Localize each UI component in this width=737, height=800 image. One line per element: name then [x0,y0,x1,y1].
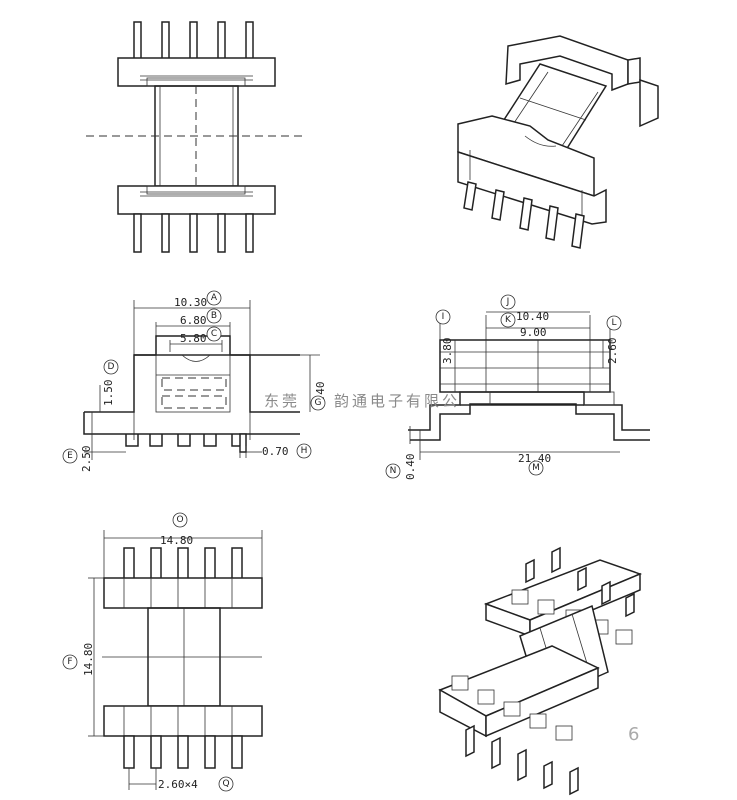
dim-value-A: 10.30 [174,296,207,309]
callout-E: E [62,448,78,464]
callout-B: B [206,308,222,324]
watermark-text: 东莞 [264,392,300,410]
callout-L: L [606,315,622,331]
watermark-text-2: 韵通电子有限公 [334,392,460,410]
top-view-pins-lower [133,213,254,253]
front-view [83,300,320,460]
callout-A-text: A [211,293,218,303]
callout-C: C [206,326,222,342]
isometric-view-top-pins [463,181,585,249]
callout-Q: Q [218,776,234,792]
dim-value-O: 14.80 [160,534,193,547]
callout-N: N [385,463,401,479]
callout-L-text: L [611,318,616,328]
page-number: 6 [628,724,639,745]
dim-value-Q: 2.60×4 [158,778,198,791]
dim-value-B: 6.80 [180,314,207,327]
dim-value-D: 1.50 [102,380,115,407]
dim-value-E: 2.50 [80,446,93,473]
callout-F: F [62,654,78,670]
bottom-view-pins-lower [123,735,243,769]
callout-B-text: B [211,311,217,321]
dim-value-K: 9.00 [520,326,547,339]
callout-A: A [206,290,222,306]
callout-O: O [172,512,188,528]
callout-I-text: I [442,312,445,322]
callout-K-text: K [505,315,512,325]
callout-H: H [296,443,312,459]
bottom-view [88,530,263,790]
isometric-view-bottom-pins-front [451,675,579,796]
callout-M-text: M [532,463,540,473]
callout-O-text: O [176,515,183,525]
dim-value-H: 0.70 [262,445,289,458]
isometric-view-bottom [438,546,643,796]
callout-M: M [528,460,544,476]
callout-I: I [435,309,451,325]
dim-value-F: 14.80 [82,643,95,676]
bottom-view-pins-upper [123,547,243,581]
dim-value-N: 0.40 [404,454,417,481]
dim-value-I: 3.80 [441,338,454,365]
callout-J: J [500,294,516,310]
top-view-pins-upper [133,21,254,61]
top-view [86,21,305,253]
callout-E-text: E [67,451,73,461]
callout-G: G [310,395,326,411]
callout-G-text: G [315,398,322,408]
callout-D-text: D [108,362,115,372]
callout-Q-text: Q [222,779,229,789]
isometric-view-top [457,35,659,249]
callout-F-text: F [67,657,72,667]
side-view [408,311,650,460]
callout-J-text: J [506,297,510,307]
callout-C-text: C [211,329,217,339]
dim-value-L: 2.60 [606,338,619,365]
dim-value-C: 5.80 [180,332,207,345]
dim-value-J: 10.40 [516,310,549,323]
callout-N-text: N [390,466,397,476]
callout-D: D [103,359,119,375]
callout-K: K [500,312,516,328]
callout-H-text: H [301,446,308,456]
dim-value-M: 21.40 [518,452,551,465]
